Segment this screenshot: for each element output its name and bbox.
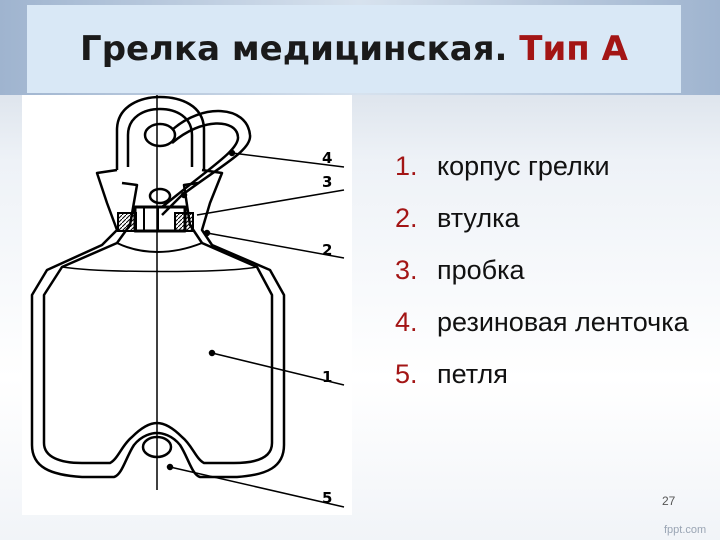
page-number: 27	[662, 494, 676, 508]
legend-text: втулка	[437, 203, 520, 233]
legend-item: 4. резиновая ленточка	[395, 306, 695, 339]
legend-item: 1. корпус грелки	[395, 150, 695, 183]
legend-number: 4.	[395, 307, 418, 337]
upper-loop	[115, 95, 206, 170]
legend-number: 3.	[395, 255, 418, 285]
title-accent: Тип А	[519, 29, 628, 69]
diagram-svg: 4 3 2 1 5	[30, 95, 345, 508]
watermark: fppt.com	[664, 524, 707, 536]
hot-water-bottle-diagram: 4 3 2 1 5	[22, 95, 352, 515]
callout-1: 1	[322, 368, 332, 386]
legend-item: 5. петля	[395, 358, 695, 391]
legend-text: пробка	[437, 255, 525, 285]
sleeve-left	[117, 212, 137, 232]
rubber-ribbon	[161, 109, 252, 216]
callout-2: 2	[322, 241, 332, 259]
legend-text: петля	[437, 359, 508, 389]
callout-5: 5	[322, 489, 332, 507]
parts-legend: 1. корпус грелки 2. втулка 3. пробка 4. …	[395, 150, 695, 410]
legend-text: резиновая ленточка	[437, 307, 689, 337]
stopper-top	[148, 187, 172, 205]
slide-title: Грелка медицинская. Тип А	[27, 5, 681, 93]
legend-number: 5.	[395, 359, 418, 389]
legend-item: 3. пробка	[395, 254, 695, 287]
legend-text: корпус грелки	[437, 151, 610, 181]
legend-number: 1.	[395, 151, 418, 181]
upper-loop-hole	[143, 122, 177, 148]
legend-item: 2. втулка	[395, 202, 695, 235]
sleeve-right	[174, 212, 194, 232]
title-box: Грелка медицинская. Тип А	[27, 5, 681, 93]
title-main: Грелка медицинская.	[80, 29, 508, 69]
legend-number: 2.	[395, 203, 418, 233]
callout-3: 3	[322, 173, 332, 191]
callout-4: 4	[322, 149, 332, 167]
